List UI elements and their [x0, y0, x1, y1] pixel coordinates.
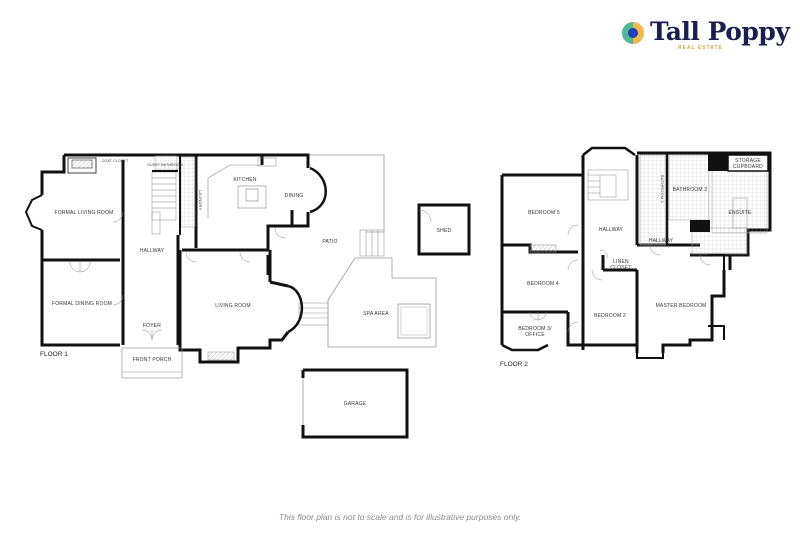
disclaimer: This floor plan is not to scale and is f… [278, 512, 522, 522]
room-label-bedroom3-line2: OFFICE [525, 332, 545, 338]
room-label-bathroom1: BATHROOM 1 [660, 175, 665, 204]
floor-1-labels: FORMAL LIVING ROOM FORMAL DINING ROOM CO… [40, 159, 452, 407]
brand-name: Tall Poppy [650, 17, 790, 46]
floor-2-plan [500, 146, 772, 359]
room-label-ensuite: ENSUITE [728, 210, 752, 216]
floor-1-title: FLOOR 1 [40, 351, 68, 358]
room-label-bedroom3-line1: BEDROOM 3/ [518, 326, 552, 332]
room-label-living-room: LIVING ROOM [215, 303, 251, 309]
room-label-hallway-2: HALLWAY [649, 238, 674, 244]
room-label-formal-dining: FORMAL DINING ROOM [52, 301, 112, 307]
room-label-bedroom4: BEDROOM 4 [527, 281, 559, 287]
room-label-storage-line2: CUPBOARD [733, 164, 763, 170]
room-label-bathroom2: BATHROOM 2 [673, 187, 708, 193]
room-label-storage-line1: STORAGE [735, 158, 761, 164]
room-label-formal-living: FORMAL LIVING ROOM [55, 210, 114, 216]
floor-1-plan [24, 153, 471, 439]
room-label-bedroom5: BEDROOM 5 [528, 210, 560, 216]
floor-2-title: FLOOR 2 [500, 361, 528, 368]
room-label-coat-closet: COAT CLOSET [102, 159, 129, 163]
brand-logo: Tall Poppy REAL ESTATE [622, 17, 790, 51]
room-label-linen-line1: LINEN [613, 259, 629, 265]
room-label-hallway: HALLWAY [599, 227, 624, 233]
room-label-laundry: LAUNDRY [198, 190, 203, 211]
room-label-guest-bathroom: GUEST BATHROOM [147, 163, 183, 167]
room-label-patio: PATIO [322, 239, 337, 245]
room-label-kitchen: KITCHEN [233, 177, 257, 183]
room-label-hallway: HALLWAY [140, 248, 165, 254]
floor-2-labels: BEDROOM 5 BEDROOM 4 BEDROOM 3/ OFFICE BE… [500, 158, 763, 368]
room-label-front-porch: FRONT PORCH [133, 357, 172, 363]
room-label-linen-line2: CLOSET [610, 265, 631, 271]
room-label-bedroom2: BEDROOM 2 [594, 313, 626, 319]
room-label-dining: DINING [285, 193, 304, 199]
room-label-foyer: FOYER [143, 323, 161, 329]
room-label-spa-area: SPA AREA [363, 311, 389, 317]
room-label-master-bedroom: MASTER BEDROOM [656, 303, 707, 309]
poppy-logo-icon [622, 22, 644, 44]
room-label-shed: SHED [437, 228, 452, 234]
brand-subtitle: REAL ESTATE [678, 45, 723, 51]
room-label-garage: GARAGE [344, 401, 367, 407]
